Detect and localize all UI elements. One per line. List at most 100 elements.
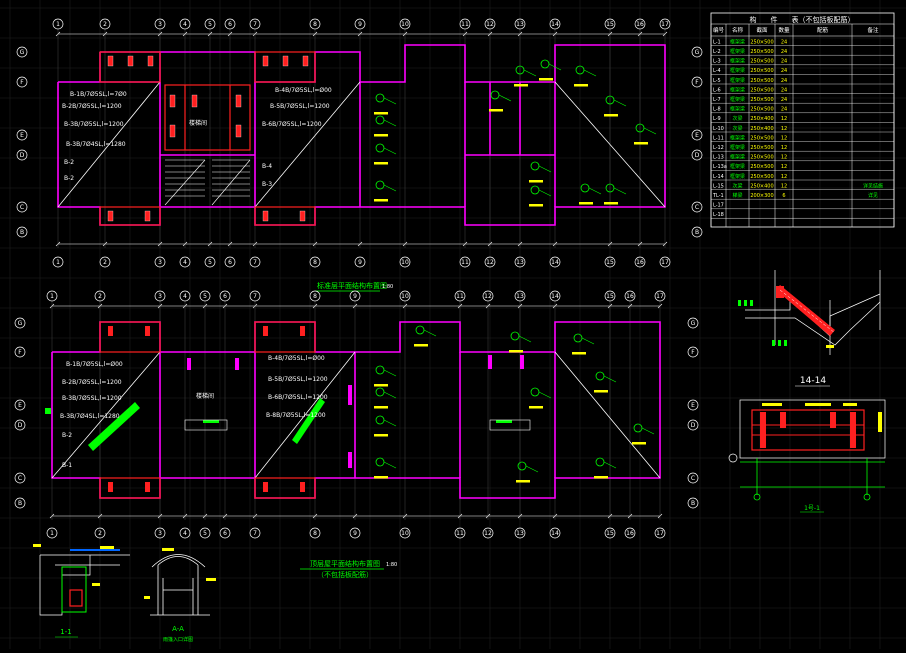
axis-bubble [154,527,166,539]
axis-label: 17 [656,293,664,300]
axis-label: D [691,422,696,429]
beam-tag [489,109,503,112]
axis-label: 14 [551,259,559,266]
table-cell: TL-1 [712,193,724,199]
axis-bubble [514,18,526,30]
beam-leader [383,147,397,155]
axis-bubble [14,497,26,509]
slab-label: B-6B/7Ø5SL,l=1200 [262,121,322,128]
slab-label: B-3B/7Ø5SL,l=1200 [62,395,122,402]
axis-bubble [691,129,703,141]
detail-section-a-a[interactable]: A-A 雨篷入口详图 [144,548,216,643]
slab-label: B-6B/7Ø5SL,l=1200 [268,394,328,401]
beam-tag [514,84,528,87]
roof-opening [184,419,228,431]
axis-label: 6 [223,530,227,537]
table-cell: L-4 [713,68,721,74]
axis-label: G [18,320,23,327]
axis-bubble [482,527,494,539]
axis-bubble [16,201,28,213]
axis-bubble [154,18,166,30]
beam-leader [383,461,397,469]
axis-label: 7 [253,293,257,300]
table-cell: 250×500 [750,68,773,74]
axis-label: B [691,500,695,507]
axis-label: 3 [158,293,162,300]
beam-tag [374,406,388,409]
axis-bubble [199,527,211,539]
beam-leader [613,99,627,107]
axis-bubble [484,18,496,30]
axis-bubble [99,256,111,268]
axis-label: 1 [50,293,54,300]
table-cell: 250×500 [750,135,773,141]
table-cell: 24 [781,49,787,55]
table-cell: 200×300 [750,193,773,199]
detail-14-column [776,286,784,298]
axis-label: F [20,79,24,86]
axis-label: 10 [401,259,409,266]
slab-label: B-2B/7Ø5SL,l=1200 [62,103,122,110]
axis-label: 16 [626,530,634,537]
axis-label: E [695,132,699,139]
lower-slab-labels-left: B-1B/7Ø5SL,l=Ø00 B-2B/7Ø5SL,l=1200 B-3B/… [60,361,123,469]
detail-title: A-A [172,625,184,633]
axis-label: 14 [551,530,559,537]
axis-label: 14 [551,293,559,300]
axis-label: 9 [358,21,362,28]
slab-label: B-8B/7Ø5SL,l=1200 [266,412,326,419]
table-header-cell: 数量 [778,26,790,34]
detail-section-1[interactable]: 1号-1 [728,399,886,513]
axis-label: G [20,49,25,56]
axis-bubble [14,317,26,329]
axis-bubble [624,290,636,302]
table-cell: 12 [781,145,787,151]
stair-room-label: 楼梯间 [189,119,207,127]
axis-bubble [46,290,58,302]
detail-section-1-1[interactable]: 1-1 [33,544,130,638]
slab-label: B-1B/7Ø5SL,l=7Ø0 [70,91,127,98]
axis-bubble [16,46,28,58]
axis-bubble [354,256,366,268]
detail-a-a-notes [144,548,216,599]
roof-opening [489,419,531,431]
table-title: 构 件 表（不包括板配筋） [750,15,855,24]
axis-bubble [179,290,191,302]
beam-leader [581,337,595,345]
axis-bubble [549,256,561,268]
axis-bubble [249,527,261,539]
table-cell: 250×500 [750,39,773,45]
detail-1-1-notes [33,544,114,586]
upper-slab-labels-left: B-1B/7Ø5SL,l=7Ø0 B-2B/7Ø5SL,l=1200 B-3B/… [62,91,127,182]
axis-label: D [20,152,25,159]
table-cell: 次梁 [732,115,742,122]
table-header-cell: 备注 [867,26,879,34]
axis-bubble [154,256,166,268]
axis-label: 8 [313,259,317,266]
detail-14-beam [776,285,835,336]
slab-label: B-5B/7Ø5SL,l=1200 [268,376,328,383]
slab-label: B-2 [64,175,74,182]
slab-label: B-2 [64,159,74,166]
table-cell: 12 [781,135,787,141]
axis-label: 4 [183,259,187,266]
beam-tag [594,390,608,393]
lower-plan-title: 顶层屋平面结构布置图 [310,559,380,568]
axis-bubble [14,419,26,431]
axis-bubble [179,18,191,30]
detail-14-14[interactable]: 14-14 [738,270,881,387]
axis-label: 15 [606,293,614,300]
beam-tag [374,434,388,437]
upper-columns [107,55,309,222]
table-cell: 框架梁 [730,86,745,93]
table-cell: 框架梁 [730,173,745,180]
axis-label: 17 [656,530,664,537]
axis-label: E [20,132,24,139]
axis-bubble [249,256,261,268]
